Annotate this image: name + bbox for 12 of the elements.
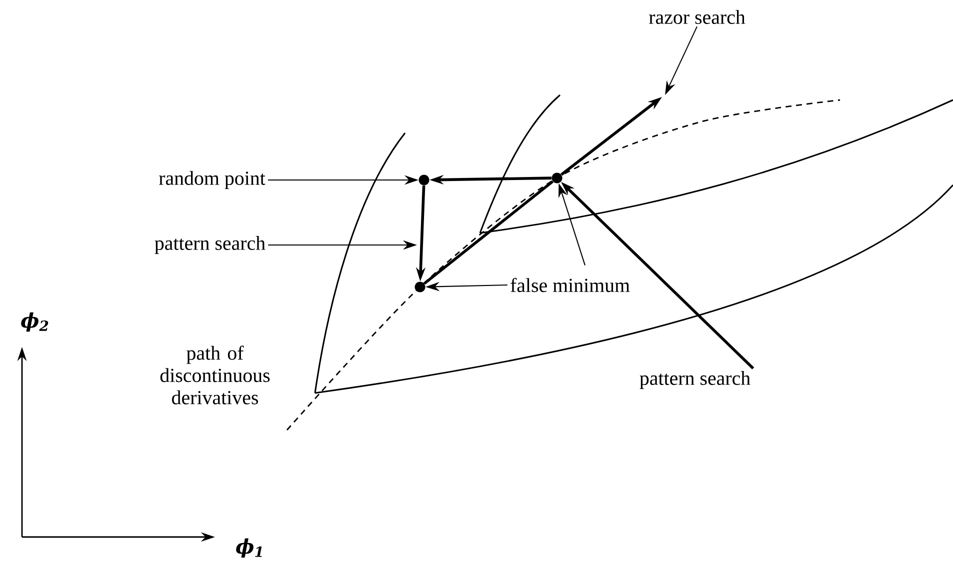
connector-line (423, 180, 554, 285)
callout-label: pattern search (640, 370, 750, 390)
callout-label: razor search (649, 10, 746, 24)
callout-label: path of discontinuous derivatives (160, 346, 270, 404)
axis-label: ϕ$_{1}$ (236, 538, 262, 558)
callout-label: random point (159, 170, 266, 190)
axis-label: ϕ$_{2}$ (21, 312, 48, 332)
point-marker (414, 282, 426, 292)
point-marker (418, 174, 430, 186)
callout-label: pattern search (154, 236, 266, 254)
callout-label: false minimum (510, 278, 630, 292)
point-marker (552, 172, 562, 184)
